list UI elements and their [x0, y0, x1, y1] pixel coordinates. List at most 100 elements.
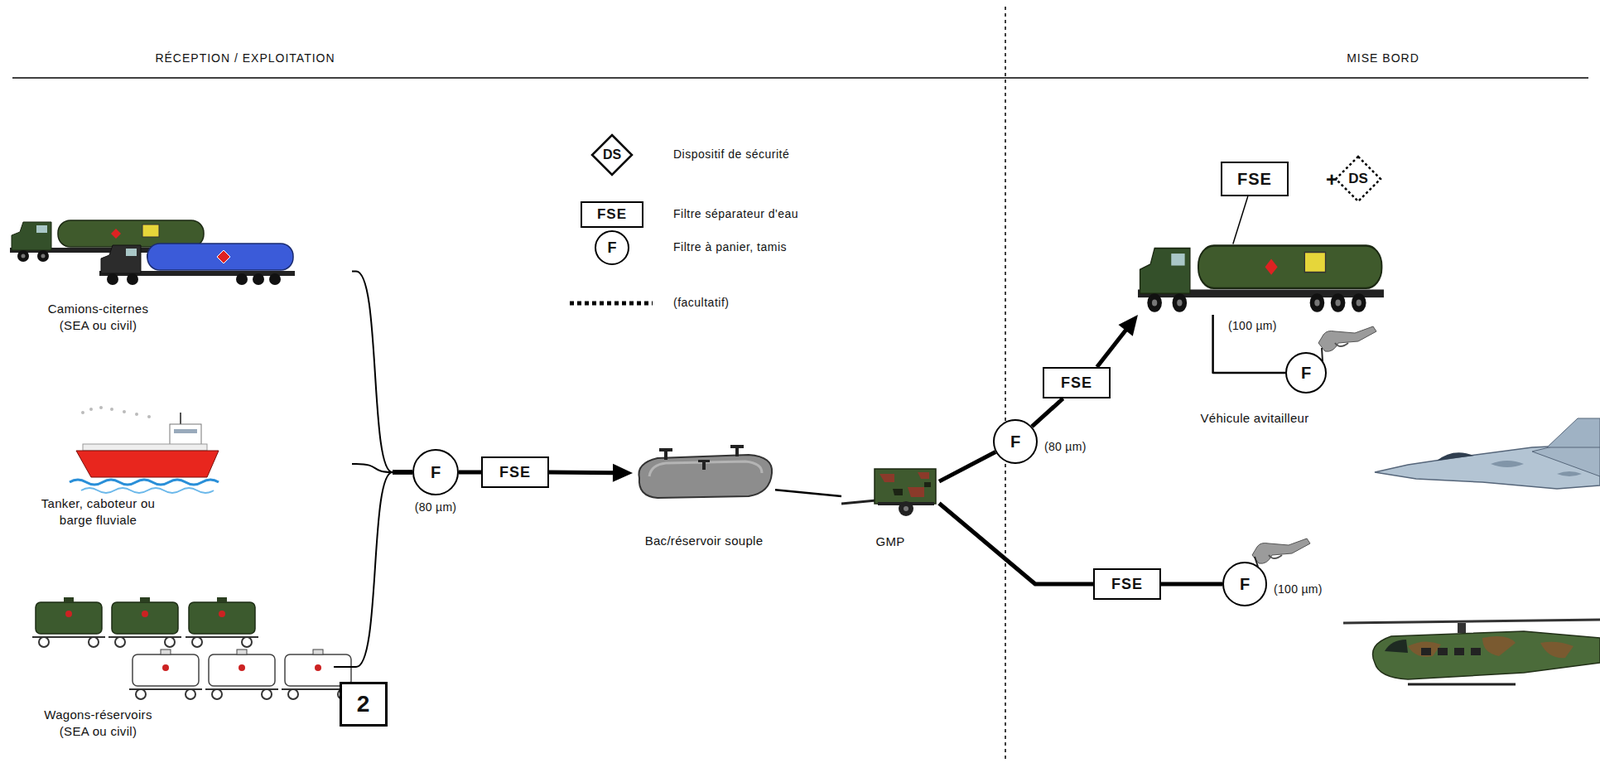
source-group: Tanker, caboteur ou barge fluviale: [6, 397, 352, 531]
tanker-ship: [69, 405, 219, 493]
legend-symbol-text: FSE: [597, 206, 627, 223]
flow-connector: [351, 463, 413, 473]
dotted-line-sample: [568, 299, 655, 307]
tanker-ship-part-part: [122, 409, 126, 414]
gmp-picture-part-part: [892, 481, 931, 496]
flow-connector-part: [392, 470, 413, 475]
flow-connector: [333, 472, 413, 667]
flow-connector-part: [939, 452, 996, 482]
tanker-ship-part-part: [110, 407, 114, 411]
flow-connector-part: [1118, 314, 1139, 337]
legend-text: (facultatif): [673, 295, 729, 309]
box-label: FSE: [1060, 374, 1093, 392]
illustration-part: [185, 597, 259, 647]
picture-caption: Bac/réservoir souple: [645, 532, 764, 550]
helicopter-part: [1407, 683, 1516, 686]
source-caption: Wagons-réservoirs (SEA ou civil): [33, 706, 163, 739]
basket-filter: F(80 µm): [412, 448, 459, 496]
helicopter-part-part: [1421, 647, 1432, 656]
tanker-ship-part-part: [81, 410, 85, 415]
tanker-ship-part: [81, 405, 151, 419]
tank-picture-part-part: [649, 461, 762, 477]
flow-connector-part: [549, 470, 615, 476]
flow-connector: [351, 271, 413, 473]
illustration-part: [99, 243, 295, 285]
flow-connector-part: [351, 463, 393, 473]
flow-connector-part: [458, 470, 482, 475]
helicopter-part-part: [1437, 647, 1448, 656]
flow-connector-part: [1233, 196, 1249, 245]
gmp-picture-part-part: [841, 500, 877, 504]
fighter-jet: [1374, 418, 1600, 489]
illustration-part: [205, 649, 279, 699]
tanker-ship-part: [81, 487, 214, 493]
basket-filter: F(100 µm): [1222, 561, 1268, 607]
flow-connector-part: [392, 470, 413, 475]
illustration-part: [1318, 326, 1377, 352]
safety-device-diamond: DS: [1334, 154, 1383, 203]
legend-text: Filtre à panier, tamis: [673, 240, 787, 254]
helicopter-part: [1457, 622, 1466, 633]
source-caption: Tanker, caboteur ou barge fluviale: [33, 495, 163, 528]
source-group: Camions-citernes (SEA ou civil): [6, 202, 352, 340]
legend-symbol-text: F: [607, 239, 617, 257]
gmp-picture-part-part: [903, 506, 909, 511]
helicopter-part: [1421, 647, 1481, 656]
box-label: FSE: [1111, 575, 1143, 593]
section-heading: RÉCEPTION / EXPLOITATION: [154, 51, 335, 65]
legend-text: Filtre séparateur d'eau: [673, 207, 799, 221]
flow-connector: [1213, 314, 1286, 373]
picture-caption: Véhicule avitailleur: [1200, 409, 1309, 427]
illustration-part: [129, 649, 203, 699]
water-separator-filter: FSE: [1042, 366, 1111, 399]
picture-caption: GMP: [875, 533, 905, 550]
tank-picture-part-part: [659, 444, 744, 470]
mesh-size: (80 µm): [1044, 439, 1087, 454]
truck-picture: Véhicule avitailleur: [1137, 240, 1388, 315]
flow-connector: [939, 452, 996, 482]
flow-connector-part: [1213, 314, 1286, 373]
helicopter-part: [1407, 636, 1574, 658]
filter-letter: F: [1301, 363, 1311, 383]
mesh-size: (100 µm): [1228, 318, 1278, 333]
source-group: Wagons-réservoirs (SEA ou civil): [6, 592, 334, 742]
helicopter-part-part: [1454, 647, 1465, 656]
legend-symbol-text: DS: [602, 147, 622, 163]
legend-sample: DS: [590, 133, 634, 177]
callout-box: 2: [339, 681, 388, 727]
dotted-line-sample-part: [569, 301, 653, 306]
tanker-ship-part-part: [147, 414, 151, 419]
tanker-ship-part: [69, 479, 219, 485]
section-heading: MISE BORD: [1346, 51, 1420, 65]
truck-picture-part: [1137, 240, 1388, 315]
tank-picture-part-part-part: [659, 448, 673, 452]
illustration-part: [1252, 538, 1311, 564]
flow-connector-part: [1161, 582, 1223, 587]
device-label: DS: [1348, 170, 1369, 188]
flow-connector: [1233, 196, 1249, 245]
tank-picture: Bac/réservoir souple: [632, 443, 776, 503]
legend-text: Dispositif de sécurité: [673, 147, 790, 161]
flow-connector-part: [1097, 328, 1128, 367]
box-label: FSE: [1237, 169, 1273, 189]
gmp-picture-part-part: [874, 468, 936, 504]
water-separator-filter: FSE: [481, 456, 550, 488]
plus-sign: +: [1325, 168, 1338, 192]
flow-connector: [1161, 583, 1223, 585]
gmp-picture-part: [841, 462, 940, 517]
helicopter-part: [1384, 639, 1408, 653]
water-separator-filter: FSE: [1093, 568, 1162, 600]
flow-connector: [458, 472, 482, 473]
legend-sample: F: [594, 230, 630, 266]
helicopter-part: [1373, 631, 1600, 680]
fighter-jet-part: [1436, 452, 1475, 461]
header-rule: [12, 77, 1589, 79]
truck-picture-part-part: [1137, 245, 1384, 312]
tanker-ship-part: [173, 428, 198, 434]
mesh-size: (80 µm): [414, 500, 458, 514]
flow-connector: [549, 463, 633, 482]
helicopter-part-part: [1470, 647, 1481, 656]
tank-picture-part: [632, 443, 776, 503]
